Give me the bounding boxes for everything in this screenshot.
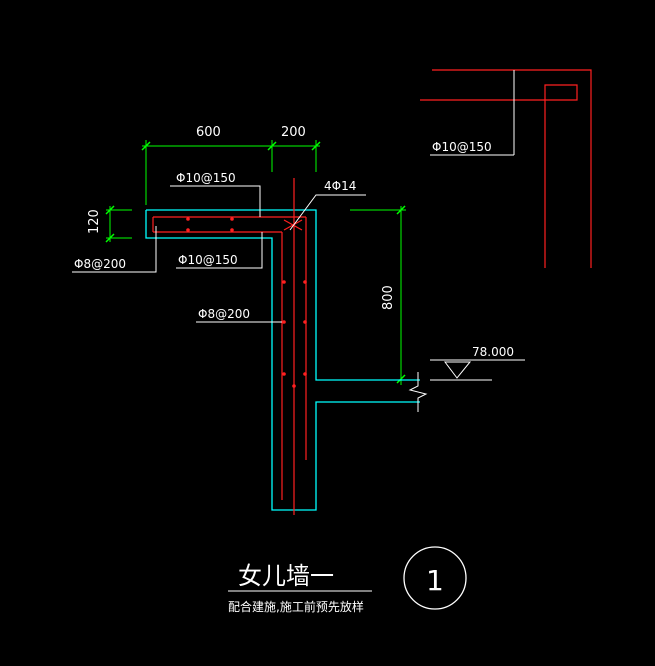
dim-120: 120 — [87, 209, 102, 234]
leader-lines — [72, 185, 525, 381]
rebar — [152, 178, 307, 515]
label-slab-edge-rebar: Φ8@200 — [74, 257, 126, 271]
inset-outer-rebar — [432, 69, 592, 268]
detail-number: 1 — [426, 564, 444, 597]
detail-number-circle — [403, 546, 467, 610]
detail-note: 配合建施,施工前预先放样 — [228, 599, 364, 614]
inset-detail: Φ10@150 — [420, 69, 592, 268]
dim-200: 200 — [281, 125, 306, 140]
dim-600: 600 — [196, 125, 221, 140]
label-main-bars: 4Φ14 — [324, 179, 356, 193]
label-top-slab-rebar: Φ10@150 — [176, 171, 236, 185]
label-elevation: 78.000 — [472, 345, 514, 359]
dim-800: 800 — [381, 285, 396, 310]
label-wall-stirrup: Φ8@200 — [198, 307, 250, 321]
dimension-lines — [105, 140, 406, 385]
detail-title: 女儿墙一 — [238, 562, 334, 590]
inset-rebar-label: Φ10@150 — [432, 140, 492, 154]
inset-inner-rebar — [420, 84, 578, 268]
label-bottom-slab-rebar: Φ10@150 — [178, 253, 238, 267]
concrete-outline — [145, 209, 420, 511]
rebar-dots — [186, 217, 307, 388]
break-symbol — [408, 372, 428, 412]
